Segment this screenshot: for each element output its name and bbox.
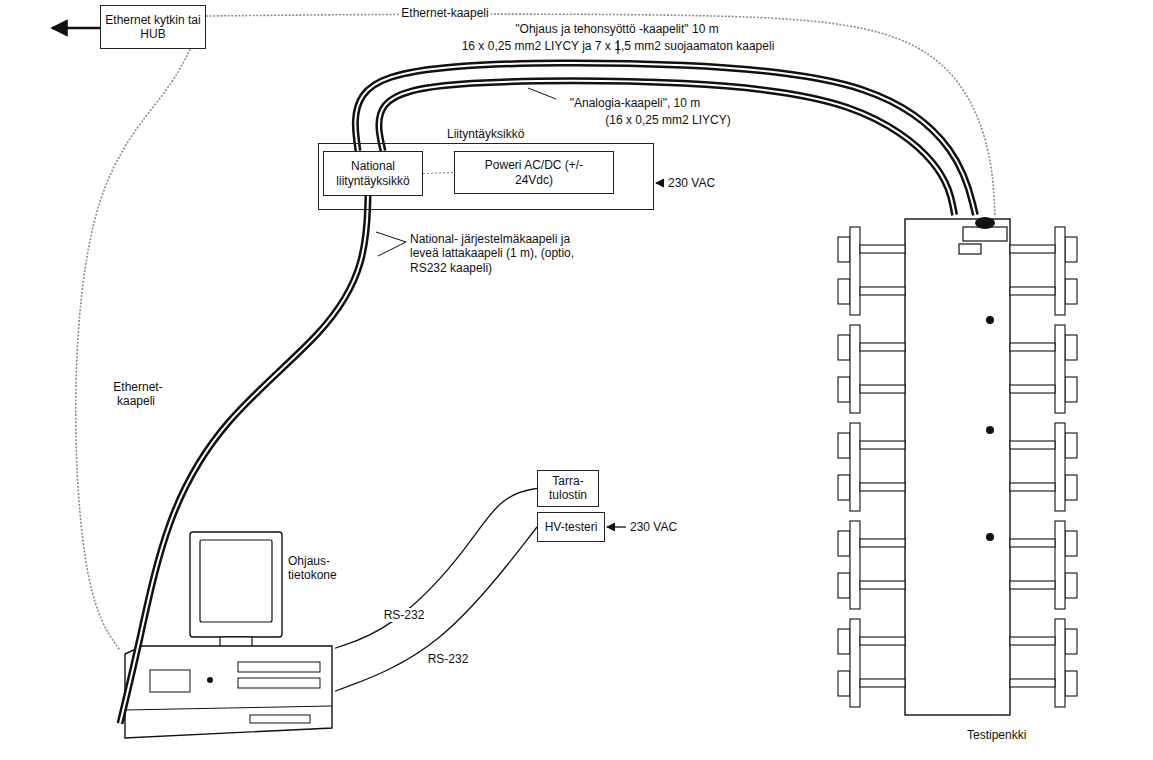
edge-label: "Analogia-kaapeli", 10 m (568, 96, 703, 110)
interface-unit: LiityntäyksikköNational liityntäyksikköP… (318, 143, 654, 210)
edge-label: RS-232 (426, 652, 471, 666)
cable-note: National- järjestelmäkaapeli ja leveä la… (410, 232, 600, 275)
cable-spec: 16 x 0,25 mm2 LIYCY ja 7 x 1,5 mm2 suoja… (440, 39, 796, 53)
edge-label: RS-232 (424, 652, 472, 666)
node-label: Ethernet kytkin tai HUB (105, 13, 201, 42)
voltage-label: 230 VAC (668, 176, 728, 190)
edge-label: "Ohjaus ja tehonsyöttö -kaapelit" 10 m (513, 22, 720, 36)
cable-core (355, 63, 975, 215)
node-label: HV-testeri (545, 520, 598, 534)
test-bench-drawing (838, 217, 1077, 715)
cable (379, 81, 955, 215)
power-supply-box: Poweri AC/DC (+/- 24Vdc) (454, 151, 614, 194)
node-heading: Liityntäyksikkö (447, 127, 557, 141)
cable-core (120, 196, 368, 724)
uplink-arrow (52, 27, 100, 30)
power-arrow (656, 182, 664, 183)
cable (120, 196, 368, 724)
test-bench: Testipenkki (835, 215, 1095, 720)
edge-label: Ethernet- kaapeli (111, 380, 162, 408)
national-box: National liityntäyksikkö (323, 151, 423, 196)
edge-label: RS-232 (382, 608, 427, 622)
node-label: National liityntäyksikkö (328, 159, 418, 188)
node-heading: Ohjaus- tietokone (288, 554, 352, 583)
connector (423, 173, 454, 174)
leader-line (528, 88, 556, 99)
hv-tester-box: HV-testeri (537, 512, 605, 542)
node-heading: Testipenkki (967, 728, 1067, 742)
edge-label: Ethernet-kaapeli (395, 6, 495, 20)
leader-line (376, 232, 406, 242)
leader-line (378, 242, 406, 256)
edge-label: "Analogia-kaapeli", 10 m (560, 96, 710, 110)
edge-label: Ethernet- kaapeli (106, 380, 168, 409)
control-computer: Ohjaus- tietokone (120, 530, 335, 745)
connector (206, 14, 995, 215)
cable-core (379, 81, 955, 215)
cable-spec: (16 x 0,25 mm2 LIYCY) (598, 113, 738, 127)
edge-label: Ethernet-kaapeli (399, 6, 490, 20)
node-label: Tarra- tulostin (542, 474, 594, 503)
cable (355, 63, 975, 215)
edge-label: "Ohjaus ja tehonsyöttö -kaapelit" 10 m (497, 22, 737, 36)
switch-box: Ethernet kytkin tai HUB (100, 5, 206, 49)
connector (335, 488, 537, 648)
connector (335, 527, 537, 691)
voltage-label: 230 VAC (630, 520, 690, 534)
power-arrow (607, 526, 626, 527)
edge-label: RS-232 (380, 608, 428, 622)
node-label: Poweri AC/DC (+/- 24Vdc) (484, 158, 584, 187)
connector (76, 49, 190, 650)
label-printer-box: Tarra- tulostin (537, 470, 599, 507)
